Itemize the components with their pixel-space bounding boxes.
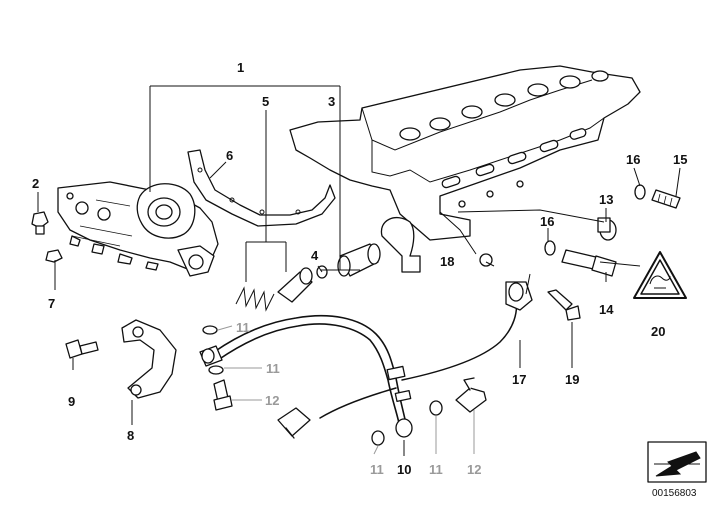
- banjo-fittings: [202, 325, 487, 446]
- callout-17: 17: [512, 372, 526, 387]
- callout-11d: 11: [429, 462, 443, 477]
- oil-line: [199, 299, 518, 439]
- callout-5: 5: [262, 94, 269, 109]
- callout-11a: 11: [236, 320, 250, 335]
- sensor-parts: [479, 184, 681, 321]
- leader-lines: [37, 85, 681, 456]
- callout-13: 13: [599, 192, 613, 207]
- callout-8: 8: [127, 428, 134, 443]
- callout-2: 2: [32, 176, 39, 191]
- callout-11b: 11: [266, 361, 280, 376]
- callout-4: 4: [311, 248, 319, 263]
- vanos-unit: [57, 181, 219, 277]
- callout-1: 1: [237, 60, 244, 75]
- bolt: [65, 339, 99, 359]
- callout-10: 10: [397, 462, 411, 477]
- gasket: [187, 149, 336, 227]
- callout-19: 19: [565, 372, 579, 387]
- callout-20: 20: [651, 324, 665, 339]
- warning-triangle-icon: [633, 251, 687, 299]
- callout-12a: 12: [265, 393, 279, 408]
- bracket: [121, 319, 177, 399]
- callout-6: 6: [226, 148, 233, 163]
- bolt-set: [31, 211, 159, 271]
- callout-18: 18: [440, 254, 454, 269]
- view-reference-icon: [647, 441, 707, 483]
- wire-connector: [380, 217, 421, 273]
- solenoid-valve: [316, 243, 381, 279]
- callout-11c: 11: [370, 462, 384, 477]
- callout-9: 9: [68, 394, 75, 409]
- callout-16a: 16: [626, 152, 640, 167]
- callout-15: 15: [673, 152, 687, 167]
- callout-16b: 16: [540, 214, 554, 229]
- callout-12b: 12: [467, 462, 481, 477]
- callout-14: 14: [599, 302, 614, 317]
- cylinder-head: [289, 65, 641, 241]
- callout-7: 7: [48, 296, 55, 311]
- spring-piston: [235, 267, 313, 312]
- callout-3: 3: [328, 94, 335, 109]
- document-number: 00156803: [652, 488, 697, 499]
